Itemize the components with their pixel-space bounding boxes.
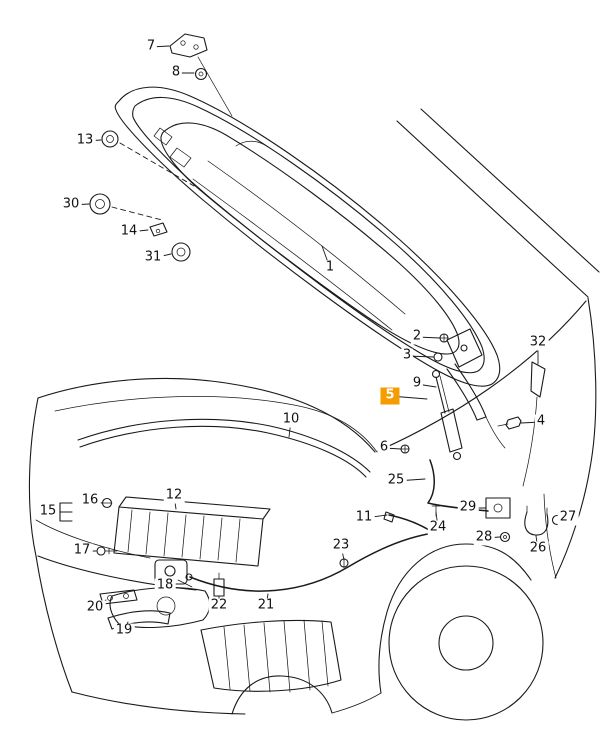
hood-artwork	[114, 86, 501, 387]
part-label-18[interactable]: 18	[154, 577, 176, 594]
part-label-23[interactable]: 23	[330, 537, 352, 554]
wheels-lower-body-artwork	[71, 543, 544, 721]
part-label-32[interactable]: 32	[527, 334, 549, 351]
part-label-25[interactable]: 25	[385, 472, 407, 489]
part-label-1[interactable]: 1	[323, 259, 337, 276]
part-label-5[interactable]: 5	[380, 387, 400, 405]
part-label-2[interactable]: 2	[410, 328, 424, 345]
part-label-9[interactable]: 9	[410, 375, 424, 392]
part-label-3[interactable]: 3	[400, 347, 414, 364]
front-fascia-artwork	[109, 587, 342, 693]
part-label-7[interactable]: 7	[144, 38, 158, 55]
part-label-10[interactable]: 10	[280, 411, 302, 428]
small-parts-top-artwork	[89, 33, 233, 262]
part-label-20[interactable]: 20	[84, 599, 106, 616]
part-label-29[interactable]: 29	[457, 499, 479, 516]
part-label-16[interactable]: 16	[79, 492, 101, 509]
part-label-27[interactable]: 27	[557, 509, 579, 526]
part-label-4[interactable]: 4	[534, 413, 548, 430]
part-label-28[interactable]: 28	[473, 529, 495, 546]
part-label-13[interactable]: 13	[74, 132, 96, 149]
part-label-6[interactable]: 6	[377, 439, 391, 456]
part-label-12[interactable]: 12	[163, 487, 185, 504]
part-label-21[interactable]: 21	[255, 597, 277, 614]
part-label-14[interactable]: 14	[118, 223, 140, 240]
lock-carrier-artwork	[113, 496, 271, 588]
part-label-31[interactable]: 31	[142, 249, 164, 266]
part-label-30[interactable]: 30	[60, 196, 82, 213]
part-label-15[interactable]: 15	[37, 503, 59, 520]
part-label-17[interactable]: 17	[71, 542, 93, 559]
part-label-24[interactable]: 24	[427, 519, 449, 536]
part-label-8[interactable]: 8	[169, 64, 183, 81]
hood-seal-artwork	[77, 418, 371, 478]
part-label-19[interactable]: 19	[113, 622, 135, 639]
part-label-11[interactable]: 11	[353, 509, 375, 526]
body-right-artwork	[377, 108, 600, 579]
part-label-26[interactable]: 26	[527, 540, 549, 557]
part-label-22[interactable]: 22	[208, 597, 230, 614]
